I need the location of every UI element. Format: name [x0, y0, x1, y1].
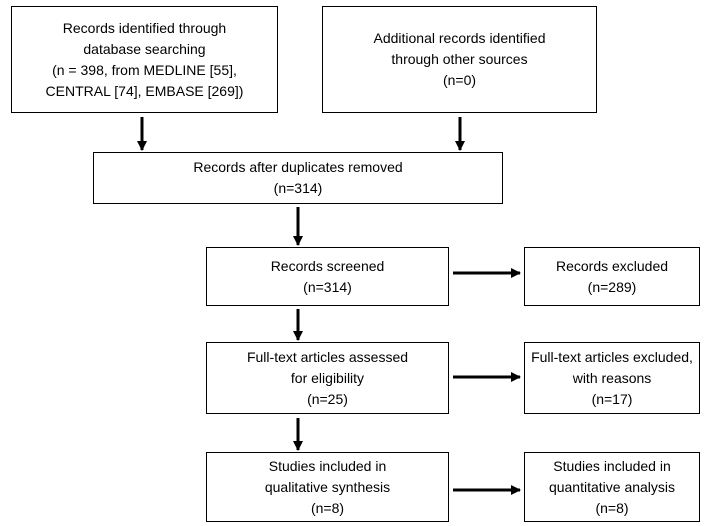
excluded-box: Records excluded (n=289)	[524, 247, 700, 306]
quantitative-line-1: Studies included in	[553, 457, 671, 474]
after-duplicates-box: Records after duplicates removed (n=314)	[93, 152, 503, 204]
fulltext-excluded-line-2: with reasons	[572, 369, 652, 386]
fulltext-assessed-line-2: for eligibility	[290, 369, 365, 386]
after-duplicates-line-1: Records after duplicates removed	[193, 159, 403, 175]
excluded-line-1: Records excluded	[555, 257, 669, 274]
screened-box: Records screened (n=314)	[206, 247, 449, 306]
fulltext-excluded-line-1: Full-text articles excluded,	[531, 348, 693, 365]
other-sources-box: Additional records identified through ot…	[322, 6, 597, 113]
after-duplicates-line-2: (n=314)	[273, 180, 323, 196]
qualitative-line-3: (n=8)	[310, 499, 345, 516]
screened-line-2: (n=314)	[303, 278, 352, 295]
screened-line-1: Records screened	[270, 257, 385, 274]
db-search-line-1: Records identified through	[62, 19, 227, 36]
fulltext-assessed-box: Full-text articles assessed for eligibil…	[206, 342, 449, 414]
qualitative-box: Studies included in qualitative synthesi…	[206, 452, 449, 522]
quantitative-line-2: quantitative analysis	[548, 478, 676, 495]
other-sources-line-1: Additional records identified	[373, 30, 546, 46]
qualitative-line-2: qualitative synthesis	[264, 478, 391, 495]
fulltext-assessed-line-1: Full-text articles assessed	[246, 348, 409, 365]
quantitative-box: Studies included in quantitative analysi…	[524, 452, 700, 522]
other-sources-line-2: through other sources	[391, 51, 528, 67]
qualitative-line-1: Studies included in	[268, 457, 387, 474]
fulltext-excluded-line-3: (n=17)	[591, 390, 633, 407]
fulltext-excluded-box: Full-text articles excluded, with reason…	[524, 342, 700, 414]
quantitative-line-3: (n=8)	[595, 499, 629, 516]
db-search-line-4: CENTRAL [74], EMBASE [269])	[45, 82, 244, 99]
excluded-line-2: (n=289)	[587, 278, 637, 295]
other-sources-line-3: (n=0)	[442, 72, 477, 88]
db-search-box: Records identified through database sear…	[11, 6, 278, 113]
fulltext-assessed-line-3: (n=25)	[307, 390, 348, 407]
db-search-line-3: (n = 398, from MEDLINE [55],	[52, 61, 237, 78]
db-search-line-2: database searching	[83, 40, 206, 57]
